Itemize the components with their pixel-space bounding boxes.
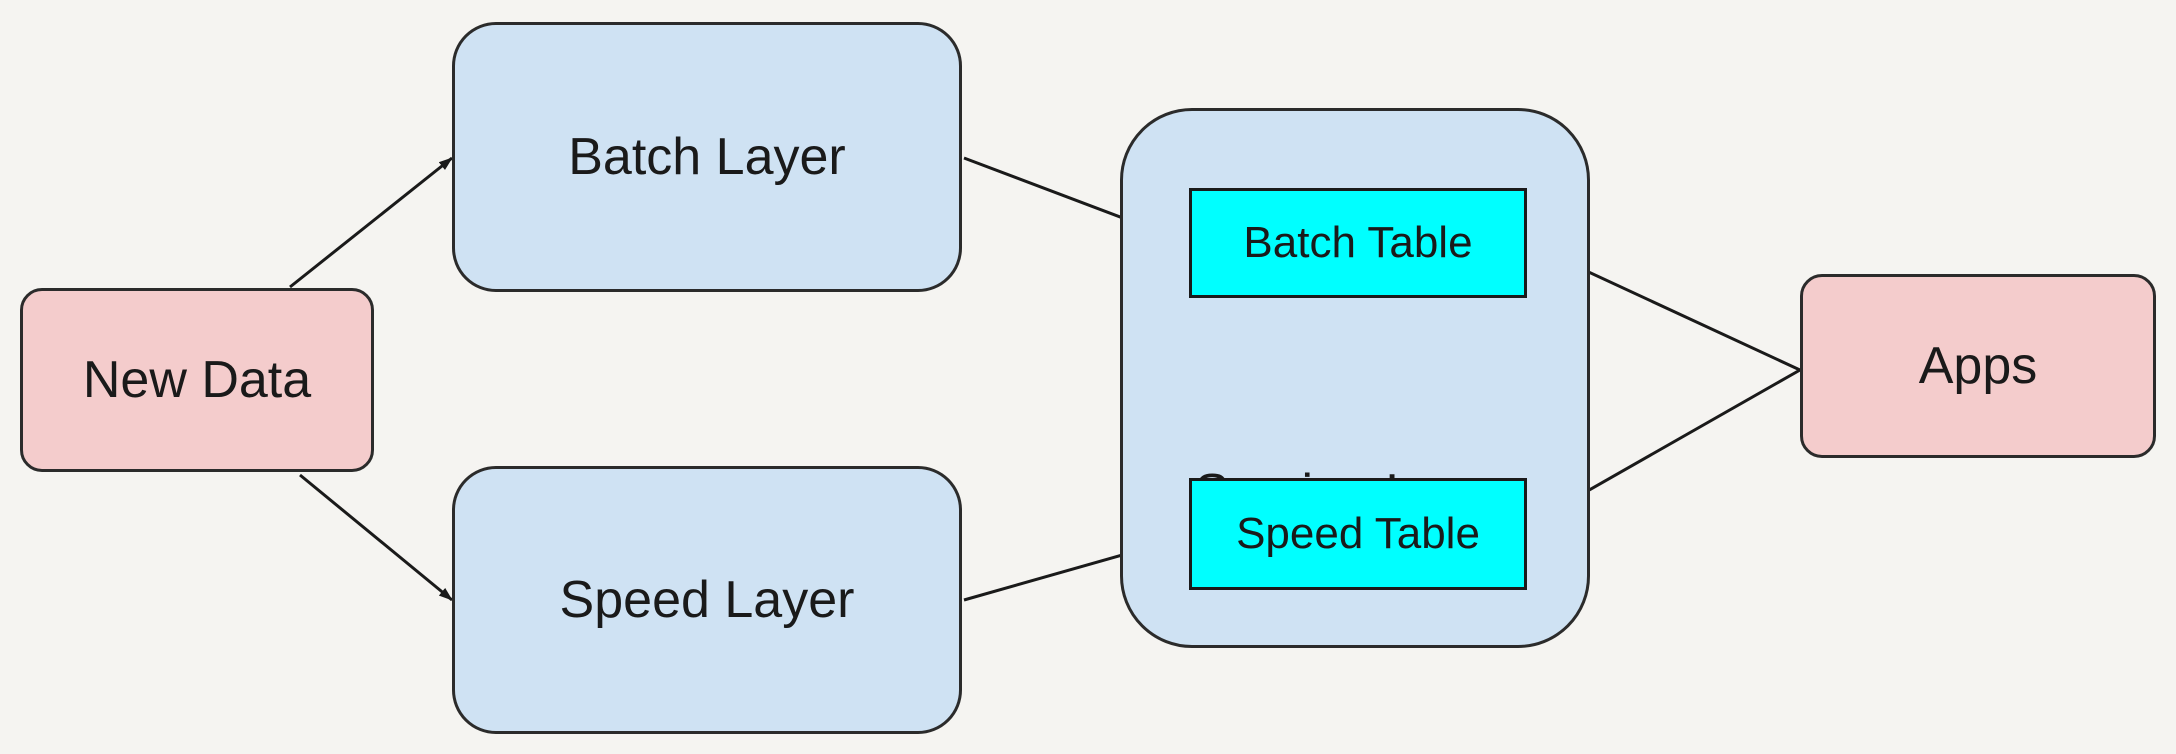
edge-new-data-to-batch-layer — [289, 156, 453, 289]
apps-node: Apps — [1800, 274, 2156, 458]
speed-layer-label: Speed Layer — [559, 571, 855, 629]
speed-table-node: Speed Table — [1189, 478, 1527, 590]
batch-layer-label: Batch Layer — [568, 128, 846, 186]
batch-table-label: Batch Table — [1243, 218, 1473, 267]
new-data-label: New Data — [82, 351, 312, 409]
speed-table-label: Speed Table — [1236, 509, 1480, 558]
edge-new-data-to-speed-layer — [299, 473, 453, 602]
batch-layer-node: Batch Layer — [452, 22, 962, 292]
speed-layer-node: Speed Layer — [452, 466, 962, 734]
new-data-node: New Data — [20, 288, 374, 472]
batch-table-node: Batch Table — [1189, 188, 1527, 298]
apps-label: Apps — [1918, 337, 2038, 395]
